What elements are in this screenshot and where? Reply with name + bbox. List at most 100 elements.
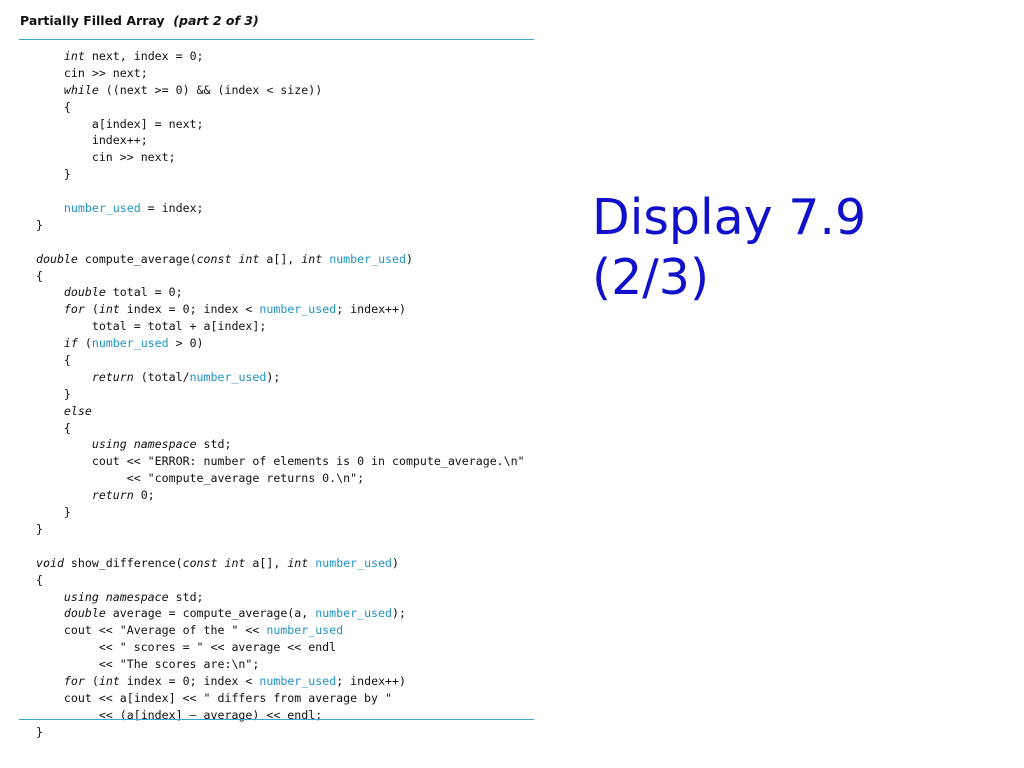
code-text — [36, 590, 64, 604]
code-keyword: const int — [182, 555, 246, 570]
code-text — [36, 404, 64, 418]
code-text — [36, 49, 64, 63]
code-variable: number_used — [259, 302, 337, 317]
code-line — [36, 183, 525, 200]
code-line: void show_difference(const int a[], int … — [36, 555, 525, 572]
code-line — [36, 234, 525, 251]
code-text: cout << "ERROR: number of elements is 0 … — [36, 454, 525, 469]
code-text — [36, 488, 92, 502]
code-variable: number_used — [329, 251, 406, 266]
code-text: average = compute_average(a, — [105, 606, 316, 621]
code-text: compute_average( — [77, 251, 197, 266]
code-keyword: int — [287, 555, 309, 570]
code-text: << "compute_average returns 0.\n"; — [36, 471, 365, 486]
code-text: cin >> next; — [36, 150, 176, 165]
slide-title-line-1: Display 7.9 — [592, 189, 867, 246]
code-keyword: double — [63, 285, 106, 300]
code-line: { — [36, 352, 525, 369]
code-line: { — [36, 420, 525, 437]
code-text: index = 0; index < — [119, 673, 260, 688]
code-text: << " scores = " << average << endl — [36, 640, 337, 655]
code-keyword: using namespace — [63, 589, 169, 604]
caption-title: Partially Filled Array — [20, 13, 165, 28]
code-line: { — [36, 572, 525, 589]
code-line: double compute_average(const int a[], in… — [36, 251, 525, 268]
code-line: if (number_used > 0) — [36, 335, 525, 352]
code-keyword: double — [63, 606, 106, 621]
code-line: return 0; — [36, 487, 525, 504]
code-line: using namespace std; — [36, 436, 525, 453]
code-line: } — [36, 217, 525, 234]
code-text: ) — [392, 555, 400, 570]
code-text: a[index] = next; — [36, 116, 204, 131]
code-variable: number_used — [266, 623, 344, 638]
display-caption: Partially Filled Array (part 2 of 3) — [20, 13, 259, 28]
top-divider — [19, 39, 534, 40]
code-keyword: else — [63, 403, 92, 418]
code-text — [36, 674, 64, 688]
code-text: = index; — [140, 201, 204, 216]
code-text: ); — [266, 369, 281, 384]
code-text: { — [36, 268, 43, 283]
code-text — [36, 285, 64, 299]
code-variable: number_used — [315, 606, 392, 621]
code-text: << "The scores are:\n"; — [36, 657, 260, 672]
code-text — [36, 336, 64, 350]
code-text: { — [36, 99, 71, 114]
code-keyword: int — [98, 302, 120, 317]
code-line: << "compute_average returns 0.\n"; — [36, 470, 525, 487]
code-text: show_difference( — [63, 555, 183, 570]
code-text: cout << a[index] << " differs from avera… — [36, 690, 392, 705]
code-text: } — [36, 217, 43, 232]
code-line: } — [36, 504, 525, 521]
code-text: 0; — [133, 488, 155, 503]
code-text: std; — [168, 589, 204, 604]
code-keyword: void — [36, 555, 64, 570]
code-text: ( — [77, 336, 92, 351]
code-line: using namespace std; — [36, 589, 525, 606]
code-keyword: double — [36, 251, 78, 266]
code-line: } — [36, 521, 525, 538]
code-line: } — [36, 386, 525, 403]
code-text: } — [36, 724, 43, 739]
code-text: > 0) — [168, 336, 204, 351]
code-text — [36, 437, 92, 451]
code-text: ((next >= 0) && (index < size)) — [98, 82, 323, 97]
code-keyword: return — [91, 369, 134, 384]
code-line: else — [36, 403, 525, 420]
code-keyword: for — [63, 673, 85, 688]
code-text: (total/ — [133, 369, 190, 384]
code-text: ); — [392, 606, 406, 621]
code-line: cin >> next; — [36, 65, 525, 82]
code-line: total = total + a[index]; — [36, 318, 525, 335]
code-line: << "The scores are:\n"; — [36, 656, 525, 673]
code-text: index++; — [36, 133, 148, 148]
code-keyword: using namespace — [91, 437, 197, 452]
code-line: int next, index = 0; — [36, 48, 525, 65]
code-text — [36, 83, 64, 97]
code-line: cout << "Average of the " << number_used — [36, 622, 525, 639]
code-keyword: int — [301, 251, 323, 266]
code-line — [36, 538, 525, 555]
code-text: total = total + a[index]; — [36, 319, 267, 334]
code-keyword: while — [63, 82, 99, 97]
code-text: ( — [84, 673, 99, 688]
code-line: { — [36, 99, 525, 116]
code-text: } — [36, 167, 71, 182]
code-text — [36, 606, 64, 620]
code-keyword: int — [63, 49, 85, 63]
code-text: index = 0; index < — [119, 302, 260, 317]
code-text: ; index++) — [336, 302, 406, 317]
code-text: } — [36, 521, 43, 536]
code-line: double total = 0; — [36, 284, 525, 301]
code-keyword: for — [63, 302, 85, 317]
code-line: double average = compute_average(a, numb… — [36, 605, 525, 622]
code-keyword: if — [63, 336, 78, 351]
caption-part: (part 2 of 3) — [173, 13, 259, 28]
code-keyword: return — [91, 488, 134, 503]
code-listing: int next, index = 0; cin >> next; while … — [36, 48, 525, 741]
code-line: cin >> next; — [36, 149, 525, 166]
slide-title: Display 7.9 (2/3) — [592, 188, 866, 308]
code-text: } — [36, 505, 71, 520]
code-text — [36, 302, 64, 316]
